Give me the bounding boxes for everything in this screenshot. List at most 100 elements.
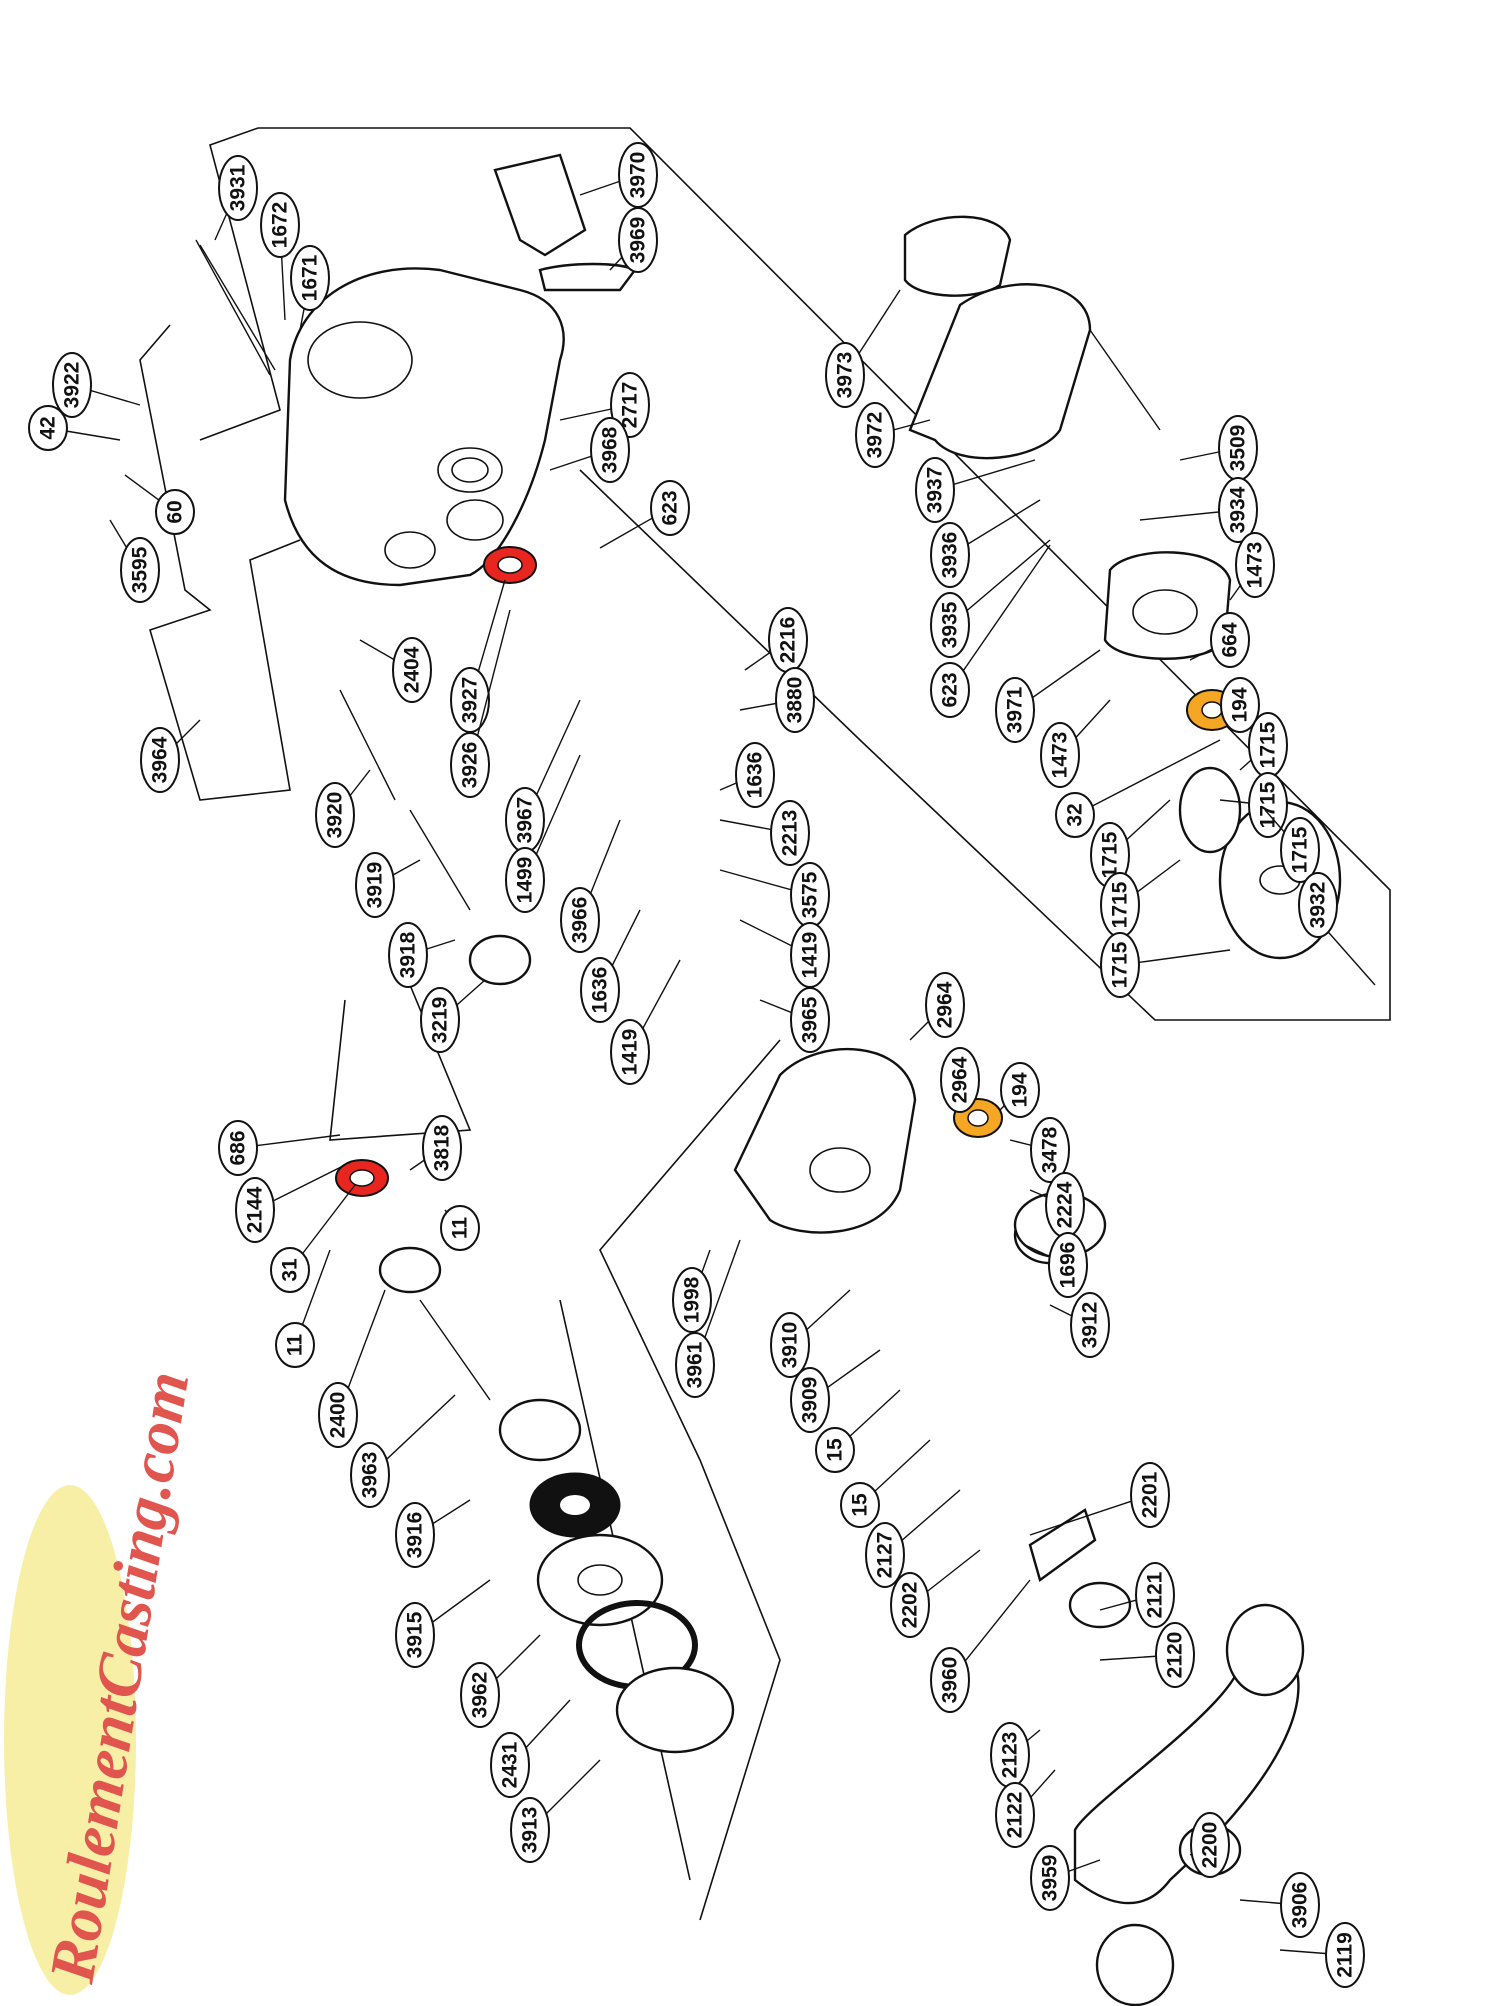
part-number: 2964	[949, 1056, 972, 1103]
part-label-1473a: 1473	[1229, 532, 1275, 601]
label-bubble	[1280, 1872, 1320, 1938]
part-number: 1998	[681, 1276, 704, 1323]
part-number: 3960	[939, 1657, 962, 1704]
part-label-1636b: 1636	[580, 909, 641, 1023]
part-number: 2404	[401, 646, 424, 693]
part-number: 664	[1219, 622, 1242, 657]
label-bubble	[940, 1047, 980, 1113]
part-label-2431: 2431	[490, 1699, 571, 1798]
part-label-2404: 2404	[359, 637, 432, 703]
part-number: 623	[939, 672, 962, 707]
part-label-1715f: 1715	[1100, 932, 1231, 998]
part-number: 2400	[327, 1392, 350, 1439]
part-number: 11	[284, 1334, 307, 1357]
part-label-3906: 3906	[1239, 1872, 1320, 1938]
watermark: RoulementCasting.com	[4, 1367, 202, 1995]
gear-cover-plate	[615, 1666, 735, 1754]
label-bubble	[1325, 1922, 1365, 1988]
label-bubble	[618, 207, 658, 273]
label-bubble	[865, 1522, 905, 1588]
label-bubble	[1030, 1117, 1070, 1183]
side-plate	[908, 283, 1092, 460]
part-number: 3595	[129, 546, 152, 593]
part-label-3937: 3937	[915, 457, 1036, 523]
label-bubble	[650, 480, 690, 536]
part-number: 3970	[627, 152, 650, 199]
part-number: 2431	[499, 1741, 522, 1788]
part-number: 42	[37, 416, 60, 439]
part-number: 3880	[784, 677, 807, 724]
part-number: 3931	[227, 164, 250, 211]
part-number: 3972	[864, 412, 887, 459]
label-bubble	[775, 667, 815, 733]
label-bubble	[275, 1322, 315, 1368]
part-label-2717: 2717	[559, 372, 650, 438]
part-number: 3963	[359, 1452, 382, 1499]
part-label-3909: 3909	[790, 1349, 881, 1433]
label-bubble	[560, 887, 600, 953]
frame-pin-rod	[199, 244, 276, 371]
part-number: 3973	[834, 352, 857, 399]
part-label-2213: 2213	[719, 800, 810, 866]
part-label-664: 664	[1189, 612, 1250, 668]
part-number: 2717	[619, 382, 642, 429]
label-bubble	[440, 1205, 480, 1251]
label-bubble	[52, 352, 92, 418]
label-bubble	[392, 637, 432, 703]
clutch-bar	[493, 153, 587, 257]
part-label-1672: 1672	[260, 192, 300, 321]
part-number: 2224	[1054, 1181, 1077, 1228]
part-number: 3918	[397, 931, 420, 978]
part-number: 3971	[1004, 686, 1027, 733]
label-bubble	[422, 1115, 462, 1181]
part-label-3818: 3818	[409, 1115, 462, 1181]
part-label-623b: 623	[930, 544, 1051, 718]
label-bubble	[395, 1602, 435, 1668]
part-number: 2200	[1199, 1822, 1222, 1869]
part-number: 2119	[1334, 1932, 1357, 1978]
label-bubble	[1055, 792, 1095, 838]
part-number: 31	[279, 1258, 302, 1282]
part-number: 2127	[874, 1532, 897, 1579]
part-label-32: 32	[1055, 739, 1221, 838]
label-bubble	[1248, 772, 1288, 838]
part-label-2202: 2202	[890, 1549, 981, 1638]
part-label-2144: 2144	[235, 1164, 346, 1243]
label-bubble	[770, 1312, 810, 1378]
part-number: 3936	[939, 532, 962, 579]
label-bubble	[1135, 1562, 1175, 1628]
handle-arm	[1073, 1638, 1300, 1905]
label-bubble	[260, 192, 300, 258]
part-label-3964: 3964	[140, 719, 201, 793]
part-label-3936: 3936	[930, 499, 1041, 588]
clutch-cover	[538, 262, 637, 292]
part-number: 3922	[61, 362, 84, 409]
part-label-42: 42	[28, 405, 121, 451]
part-label-2119: 2119	[1279, 1922, 1365, 1988]
label-bubble	[1280, 817, 1320, 883]
part-label-1671: 1671	[290, 245, 330, 331]
label-bubble	[1220, 677, 1260, 733]
leader-line	[949, 544, 1051, 691]
part-number: 2216	[777, 617, 800, 664]
label-bubble	[610, 1019, 650, 1085]
part-label-15a: 15	[815, 1389, 901, 1473]
part-label-194a: 194	[1220, 677, 1260, 733]
label-bubble	[1040, 722, 1080, 788]
part-number: 686	[227, 1130, 250, 1165]
part-label-3968: 3968	[549, 417, 630, 483]
part-label-3973: 3973	[825, 289, 901, 408]
part-number: 3916	[404, 1512, 427, 1559]
part-number: 3915	[404, 1611, 427, 1658]
part-number: 1715	[1099, 831, 1122, 878]
part-number: 1419	[799, 932, 822, 979]
part-number: 15	[824, 1438, 847, 1462]
label-bubble	[355, 852, 395, 918]
part-number: 1636	[589, 967, 612, 1014]
label-bubble	[1298, 872, 1338, 938]
part-label-11a: 11	[440, 1205, 480, 1251]
part-number: 3962	[469, 1672, 492, 1719]
label-bubble	[218, 155, 258, 221]
part-label-2123: 2123	[990, 1722, 1041, 1788]
part-number: 1499	[514, 857, 537, 904]
